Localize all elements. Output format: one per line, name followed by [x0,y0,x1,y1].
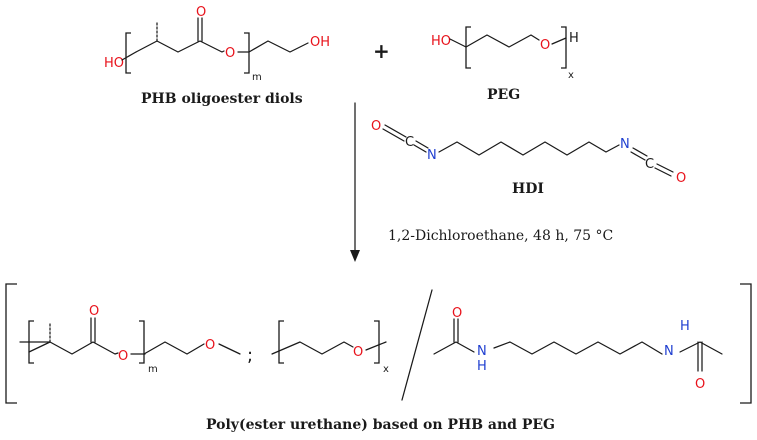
peg-hydroxyl: HO [431,34,451,49]
hdi-right-carbon: C [645,157,654,172]
product-phb-segment: O O m O [19,304,241,375]
product-urethane-right-oxygen: O [695,377,705,392]
phb-ester-oxygen: O [225,46,235,61]
peg-bonds [449,26,567,69]
phb-right-hydroxyl: OH [310,35,330,50]
peg-terminal-hydrogen: H [569,31,579,46]
product-urethane-bonds [433,318,723,372]
phb-bonds [121,17,309,74]
segment-separator: ; [247,345,253,366]
phb-oligoester-diol-structure: HO O O m OH [104,5,330,83]
hdi-left-carbon: C [405,135,414,150]
phb-label: PHB oligoester diols [141,91,303,107]
product-urethane-right-nitrogen: N [664,344,674,359]
product-right-outer-bracket [740,283,752,404]
segment-divider-slash [401,289,433,401]
hdi-bonds [382,124,674,177]
product-peg-segment: O x [271,320,389,375]
product-label: Poly(ester urethane) based on PHB and PE… [206,417,555,433]
reaction-arrow [350,102,360,262]
product-peg-subscript: x [383,364,389,375]
reaction-conditions: 1,2-Dichloroethane, 48 h, 75 °C [388,228,613,244]
product-peg-bonds [271,320,387,364]
product-urethane-right-hydrogen: H [680,319,690,334]
hdi-label: HDI [512,181,544,197]
peg-structure: HO O H x [431,26,579,81]
hdi-right-oxygen: O [676,171,686,186]
plus-sign: + [373,39,390,63]
phb-repeat-subscript: m [252,72,262,83]
product-urethane-left-nitrogen: N [477,344,487,359]
product-phb-bonds [19,317,241,364]
peg-repeat-subscript: x [568,70,574,81]
hdi-right-nitrogen: N [620,137,630,152]
phb-left-hydroxyl: HO [104,56,124,71]
hdi-left-nitrogen: N [427,148,437,163]
product-urethane-left-hydrogen: H [477,359,487,374]
hdi-left-oxygen: O [371,119,381,134]
phb-carbonyl-oxygen: O [196,5,206,20]
hdi-structure: O C N N C O [371,119,686,186]
product-peg-oxygen: O [353,345,363,360]
product-urethane-segment: O N H N H O [433,306,723,392]
peg-label: PEG [487,87,520,103]
product-phb-ether-oxygen: O [205,338,215,353]
product-phb-subscript: m [148,364,158,375]
product-urethane-left-oxygen: O [452,306,462,321]
product-phb-ester-oxygen: O [118,349,128,364]
product-phb-carbonyl-oxygen: O [89,304,99,319]
peg-ether-oxygen: O [540,38,550,53]
product-left-outer-bracket [5,283,17,404]
